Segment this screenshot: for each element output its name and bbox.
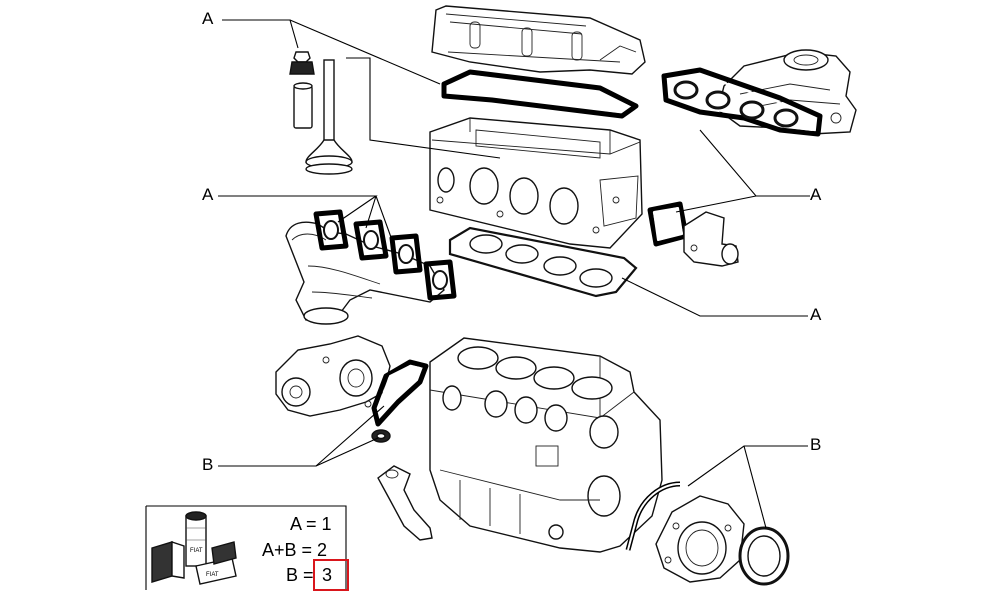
rear-crankshaft-seal: [738, 526, 790, 586]
rear-seal-gasket: [625, 481, 681, 551]
legend-row-3-value: 3: [322, 565, 332, 585]
oil-pickup-tube: [377, 465, 433, 541]
rear-seal-housing: [655, 495, 745, 583]
thermostat-housing: [683, 211, 739, 267]
thermostat-housing-gasket: [647, 201, 689, 247]
cylinder-head-gasket: [448, 226, 638, 298]
legend-row-3-label: B =: [286, 565, 319, 585]
valve-cover: [431, 5, 646, 75]
legend-highlight-box: [313, 559, 349, 591]
oil-pump: [275, 335, 391, 417]
front-oil-seal: [371, 429, 391, 443]
cylinder-head: [429, 117, 643, 249]
valve-cover-gasket: [441, 69, 639, 119]
callout-a-mid-left: A: [202, 185, 214, 204]
oil-pump-gasket: [371, 359, 429, 427]
callout-leader-lines: [218, 19, 810, 529]
callout-b-left: B: [202, 455, 213, 474]
callout-b-right: B: [810, 435, 821, 454]
legend-row-1: A = 1: [290, 514, 332, 534]
kit-box-text: FIAT: [206, 572, 219, 578]
exhaust-manifold-gaskets: [313, 209, 457, 301]
gasket-kit-icon: FIAT FIAT: [151, 511, 237, 585]
legend-box: FIAT FIAT A = 1 A+B = 2 B = 3: [145, 505, 349, 591]
callout-a-right-upper: A: [810, 185, 822, 204]
legend-row-2: A+B = 2: [262, 540, 327, 560]
callout-a-top-left: A: [202, 9, 214, 28]
callout-a-right-lower: A: [810, 305, 822, 324]
kit-tube-text: FIAT: [190, 548, 203, 554]
valve-and-stem-seal: [289, 51, 353, 175]
engine-block: [429, 337, 663, 553]
intake-manifold-gasket: [661, 67, 823, 137]
